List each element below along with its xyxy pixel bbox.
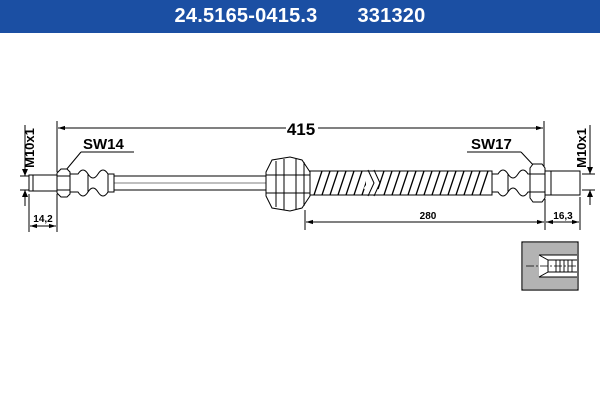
right-end-dimension: 16,3: [546, 197, 581, 230]
overall-dimension: 415: [56, 120, 545, 172]
fitting-section-detail: [521, 241, 579, 291]
spiral-dimension: 280: [304, 199, 546, 230]
hose-body: [28, 156, 581, 212]
left-thread-dimension: M10x1: [20, 125, 37, 206]
left-thread-label: M10x1: [22, 128, 37, 168]
header-bar: 24.5165-0415.3 331320: [0, 0, 600, 33]
overall-length-label: 415: [287, 120, 315, 139]
right-thread-dimension: M10x1: [574, 125, 595, 205]
left-end-length-label: 14,2: [33, 214, 53, 225]
part-number: 24.5165-0415.3: [174, 5, 318, 27]
right-wrench-label: SW17: [471, 136, 512, 153]
left-end-dimension: 14,2: [28, 194, 58, 232]
right-end-length-label: 16,3: [553, 211, 573, 222]
left-wrench-callout: SW14: [65, 136, 134, 171]
right-wrench-callout: SW17: [467, 136, 537, 169]
left-wrench-label: SW14: [83, 136, 125, 153]
right-thread-label: M10x1: [574, 128, 589, 168]
spiral-length-label: 280: [420, 211, 437, 222]
reference-number: 331320: [357, 5, 426, 27]
